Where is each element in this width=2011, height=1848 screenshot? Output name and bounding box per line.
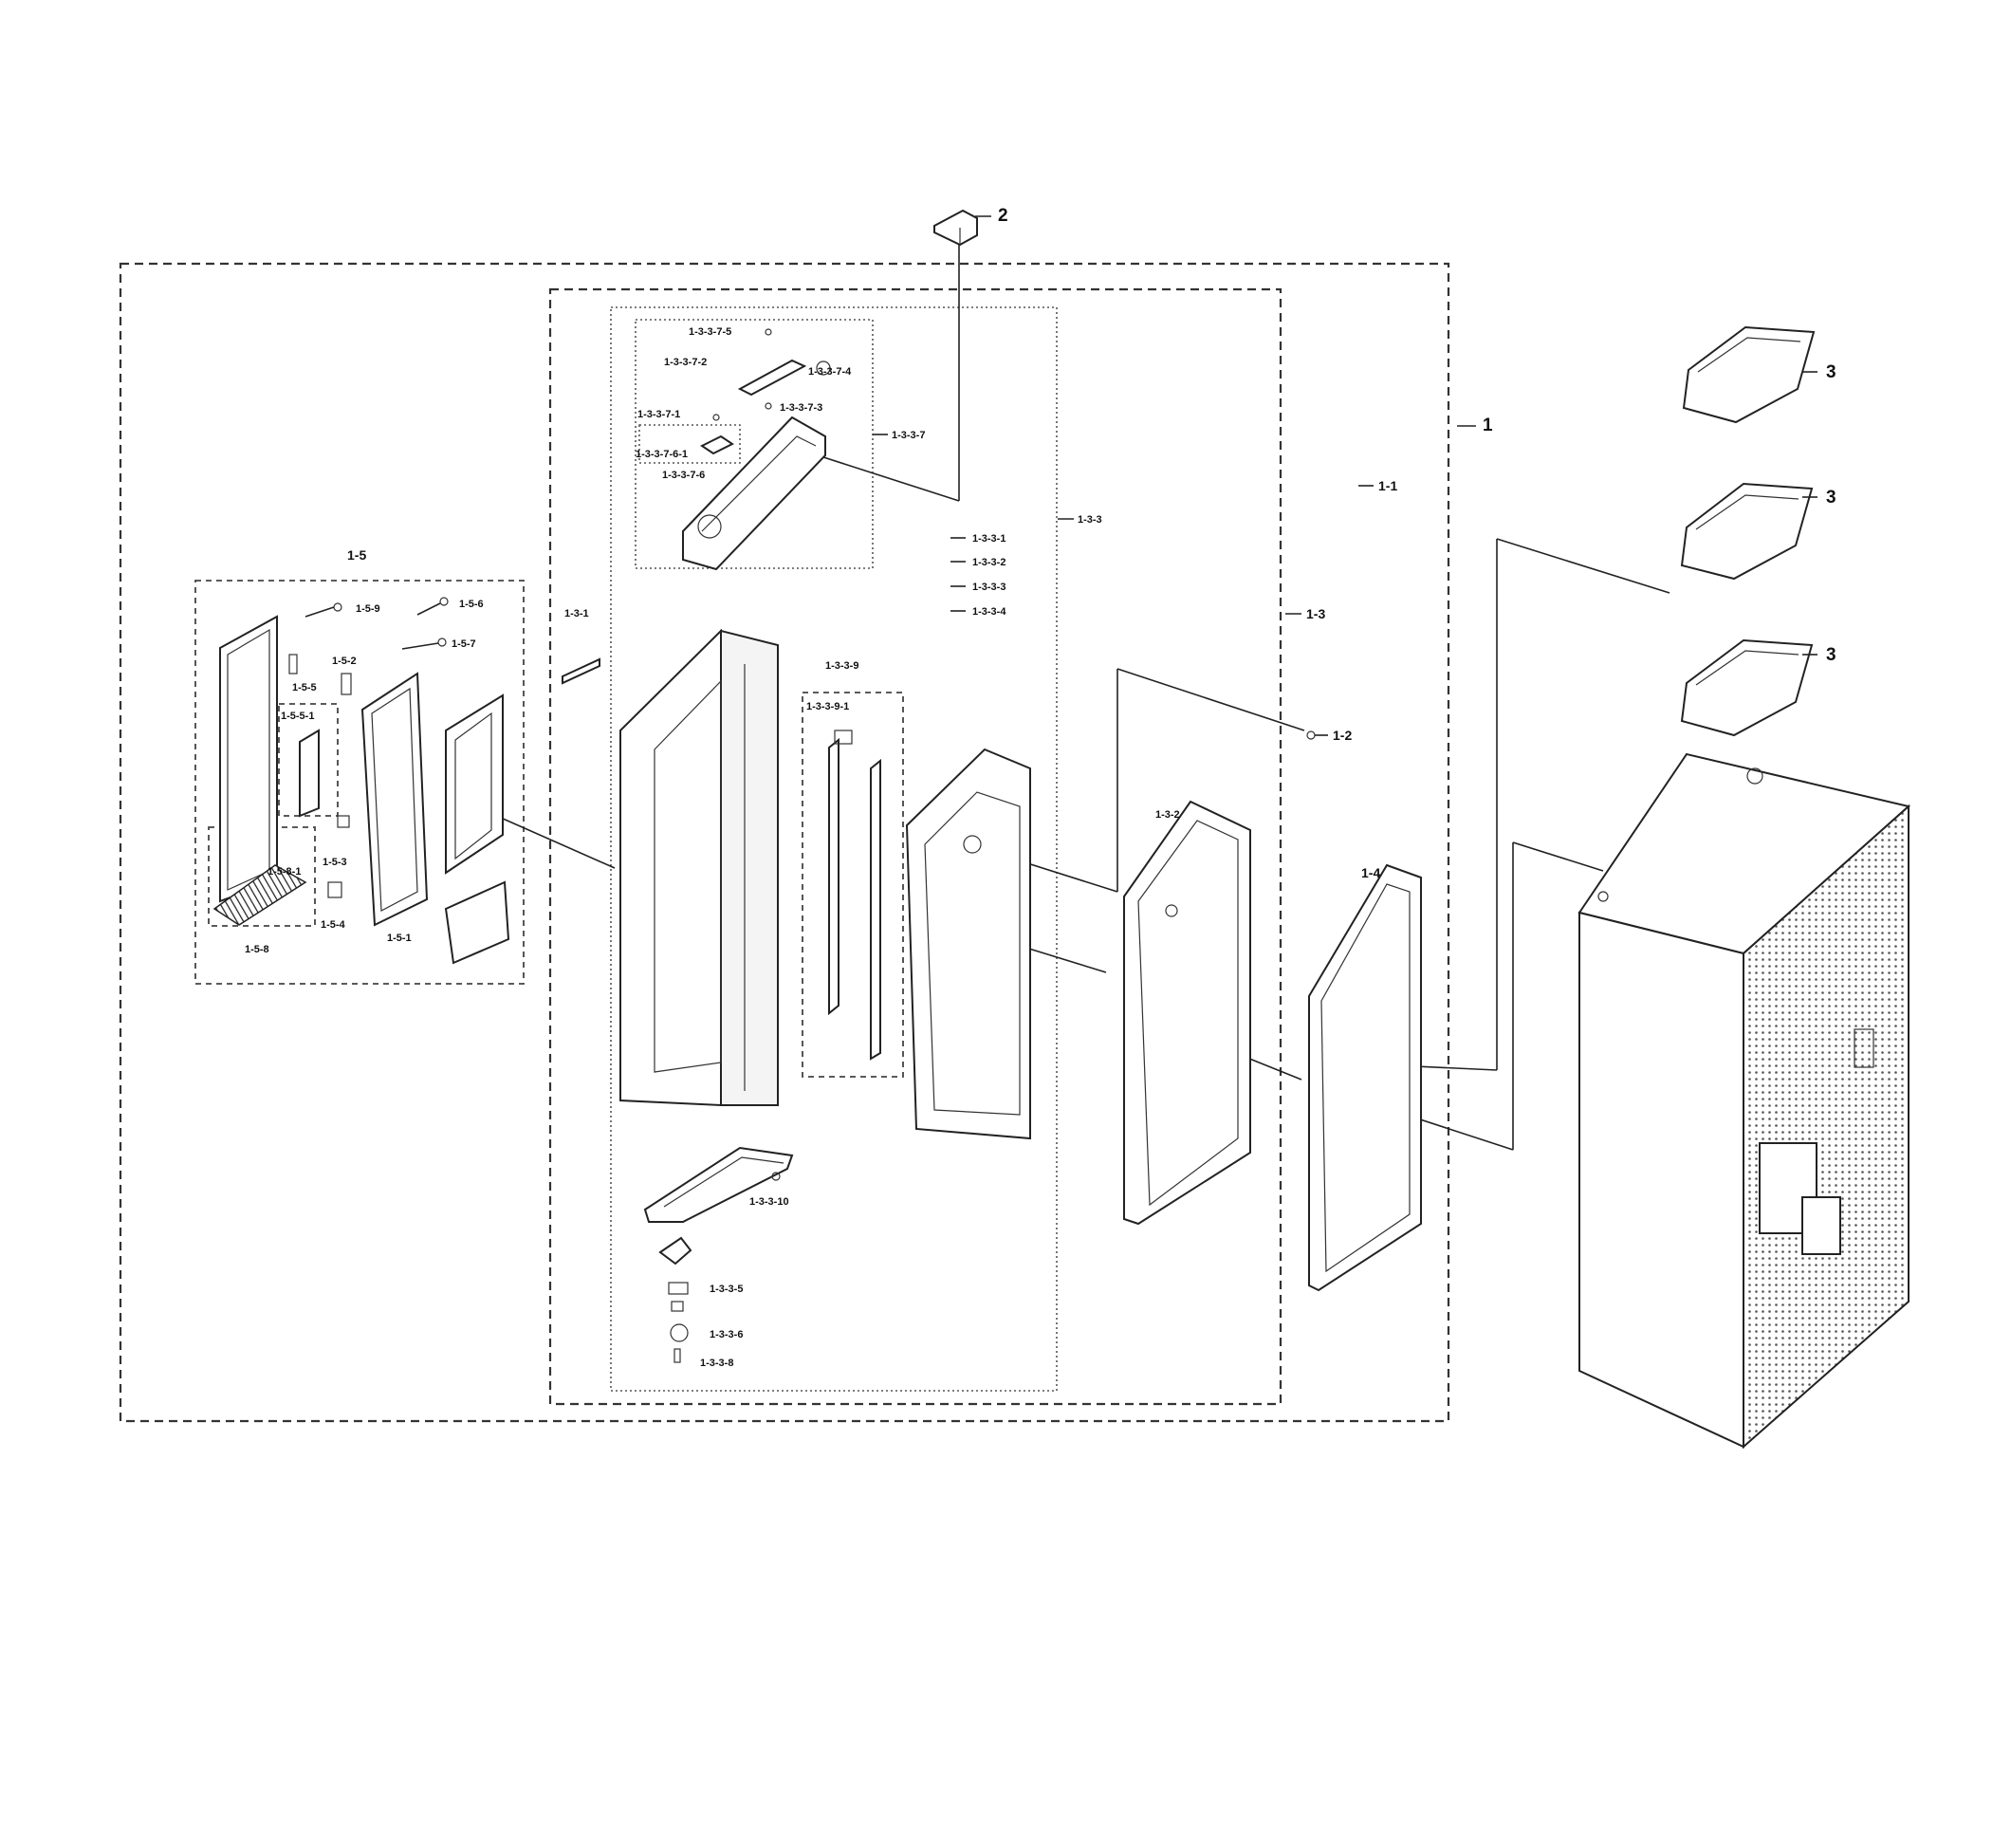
- label-1-3-3-7-1: 1-3-3-7-1: [637, 409, 680, 420]
- label-1: 1: [1483, 416, 1493, 435]
- label-1-3-3: 1-3-3: [1078, 514, 1102, 526]
- assembly-1-3-boundary: [548, 287, 1282, 1406]
- label-1-3-3-3: 1-3-3-3: [972, 582, 1006, 593]
- refrigerator-cabinet: [1577, 752, 1911, 1450]
- assembly-1-5-5-boundary: [278, 703, 339, 817]
- label-1-5-8-1: 1-5-8-1: [268, 866, 301, 878]
- door-liner-1-3-3: [619, 628, 779, 1107]
- assembly-1-3-3-9-boundary: [802, 692, 904, 1078]
- assembly-1-3-3-7-6-boundary: [638, 424, 741, 464]
- panel-1-5-1: [444, 880, 510, 965]
- label-1-3-3-2: 1-3-3-2: [972, 557, 1006, 568]
- label-1-3-3-10: 1-3-3-10: [749, 1196, 789, 1208]
- label-1-5-5-1: 1-5-5-1: [281, 711, 314, 722]
- label-1-3-3-1: 1-3-3-1: [972, 533, 1006, 545]
- label-2: 2: [998, 206, 1008, 226]
- label-3-middle: 3: [1826, 488, 1836, 508]
- panel-1-5-5-1: [299, 729, 320, 818]
- part-1-2-mark: [1306, 730, 1316, 740]
- grille-1-5-8-1: [212, 864, 307, 926]
- small-screws-1-3-3: [950, 537, 966, 612]
- label-1-3-3-8: 1-3-3-8: [700, 1358, 733, 1369]
- label-1-3-3-5: 1-3-3-5: [710, 1284, 743, 1295]
- door-bin-3-top: [1682, 325, 1816, 424]
- label-1-3-3-7-2: 1-3-3-7-2: [664, 357, 707, 368]
- door-1-3-2: [1123, 800, 1251, 1226]
- label-1-5-6: 1-5-6: [459, 599, 484, 610]
- label-1-4: 1-4: [1361, 865, 1380, 880]
- label-ticks: [873, 215, 1817, 736]
- assembly-1-3-3-boundary: [610, 306, 1058, 1392]
- small-parts-1-5: [288, 597, 449, 898]
- label-1-3-3-7-6-1: 1-3-3-7-6-1: [636, 449, 688, 460]
- label-1-3-3-7-4: 1-3-3-7-4: [808, 366, 852, 378]
- label-1-3-3-7-6: 1-3-3-7-6: [662, 470, 705, 481]
- label-1-5-4: 1-5-4: [321, 919, 346, 931]
- hinge-parts-1-3-3: [658, 1236, 692, 1363]
- part-2-cap: [933, 209, 978, 247]
- label-1-5-2: 1-5-2: [332, 656, 357, 667]
- door-bin-3-middle: [1680, 482, 1814, 581]
- label-1-5-5: 1-5-5: [292, 682, 317, 693]
- label-1-5: 1-5: [347, 547, 366, 563]
- label-1-5-7: 1-5-7: [452, 638, 476, 650]
- label-1-2: 1-2: [1333, 728, 1352, 743]
- label-3-bottom: 3: [1826, 645, 1836, 665]
- label-1-5-8: 1-5-8: [245, 944, 269, 955]
- label-1-3-2: 1-3-2: [1155, 809, 1180, 821]
- label-1-1: 1-1: [1378, 478, 1397, 493]
- label-1-3-3-9-1: 1-3-3-9-1: [806, 701, 849, 712]
- door-bin-3-bottom: [1680, 638, 1814, 737]
- dispenser-housing-1-3-3-7: [682, 416, 826, 571]
- inner-panel-1-3-3: [905, 748, 1031, 1140]
- bracket-1-3-3-10: [643, 1146, 794, 1223]
- label-1-3-3-9: 1-3-3-9: [825, 660, 858, 672]
- panel-1-5-housing: [445, 693, 504, 875]
- part-1-3-1: [562, 657, 600, 685]
- small-parts-1-3-3-7: [700, 328, 831, 455]
- panel-1-5-frame: [360, 672, 429, 927]
- assembly-1-3-3-7-boundary: [635, 319, 874, 569]
- label-1-3-3-4: 1-3-3-4: [972, 606, 1006, 618]
- label-1-3-3-6: 1-3-3-6: [710, 1329, 743, 1340]
- panel-1-5-front-frame: [219, 615, 278, 903]
- label-1-3-3-7: 1-3-3-7: [892, 430, 925, 441]
- label-1-3-3-7-3: 1-3-3-7-3: [780, 402, 822, 414]
- label-3-top: 3: [1826, 362, 1836, 382]
- assembly-1-boundary: [119, 262, 1450, 1423]
- label-1-3-3-7-5: 1-3-3-7-5: [689, 326, 731, 338]
- rail-1-3-3-9: [828, 730, 881, 1061]
- label-1-5-3: 1-5-3: [323, 857, 347, 868]
- label-1-3: 1-3: [1306, 606, 1325, 621]
- gasket-1-4: [1308, 863, 1422, 1292]
- label-1-5-9: 1-5-9: [356, 603, 380, 615]
- label-1-5-1: 1-5-1: [387, 933, 412, 944]
- label-1-3-1: 1-3-1: [564, 608, 589, 619]
